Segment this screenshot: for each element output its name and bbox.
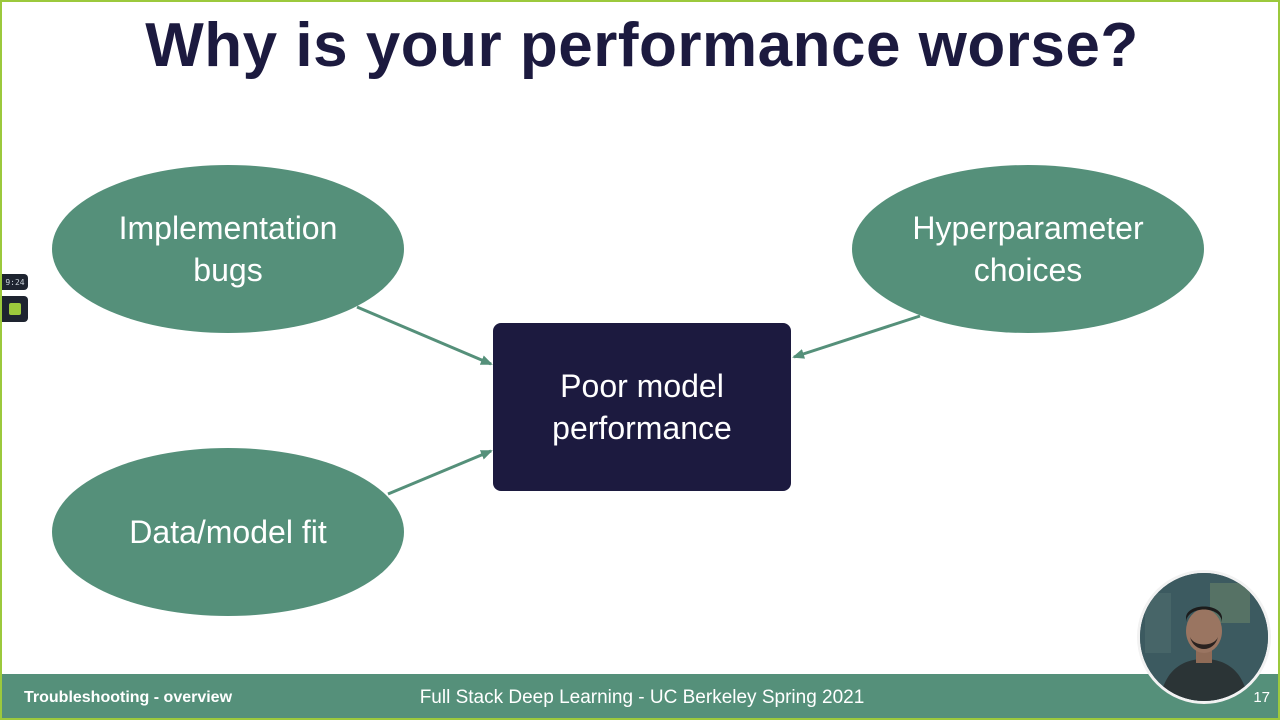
node-data-model-fit-label: Data/model fit (129, 514, 327, 550)
webcam-overlay (1137, 570, 1271, 704)
page-number: 17 (1253, 689, 1270, 706)
footer-course: Full Stack Deep Learning - UC Berkeley S… (419, 687, 865, 708)
node-poor-model-performance-label: Poor model performance (552, 368, 732, 446)
edge-implementation-to-center (356, 305, 493, 366)
node-hyperparameter-choices-label: Hyperparameter choices (912, 210, 1144, 288)
edge-datafit-to-center (387, 449, 493, 496)
node-implementation-bugs (52, 165, 404, 333)
side-clock: 9:24 (2, 274, 28, 290)
footer-section: Troubleshooting - overview (24, 689, 233, 706)
webcam-presenter-icon (1140, 573, 1268, 701)
node-data-model-fit (52, 448, 404, 616)
side-toggle-button[interactable] (2, 296, 28, 322)
node-hyperparameter-choices (852, 165, 1204, 333)
footer-bar: Troubleshooting - overview Full Stack De… (2, 674, 1278, 718)
node-poor-model-performance (493, 323, 791, 491)
node-implementation-bugs-label: Implementation bugs (118, 210, 338, 288)
slide-title: Why is your performance worse? (145, 11, 1139, 80)
square-icon (9, 303, 21, 315)
edge-hyperparameter-to-center (792, 314, 921, 359)
